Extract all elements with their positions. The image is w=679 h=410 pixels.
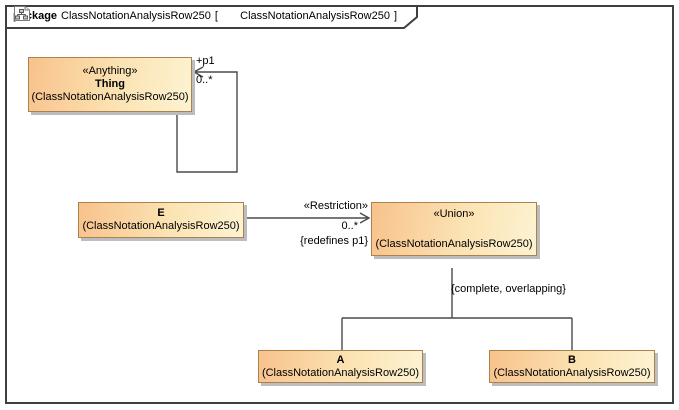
thing-name-label: Thing <box>95 78 125 90</box>
e-name-label: E <box>157 207 165 219</box>
multiplicity-label-p1: 0..* <box>196 74 213 86</box>
restriction-multiplicity-label: 0..* <box>341 220 358 232</box>
node-thing[interactable]: «Anything» Thing (ClassNotationAnalysisR… <box>28 57 192 112</box>
e-qualifier-label: (ClassNotationAnalysisRow250) <box>82 220 240 232</box>
redefines-constraint-label: {redefines p1} <box>300 235 368 247</box>
union-qualifier-label: (ClassNotationAnalysisRow250) <box>375 238 533 250</box>
generalization-constraint-label: {complete, overlapping} <box>451 283 566 295</box>
node-a[interactable]: A (ClassNotationAnalysisRow250) <box>258 350 423 383</box>
package-tab-shape <box>5 5 418 29</box>
diagram-name: ClassNotationAnalysisRow250 <box>240 10 390 22</box>
package-tab: package ClassNotationAnalysisRow250 [ Cl… <box>5 5 419 29</box>
restriction-stereotype-label: «Restriction» <box>303 200 368 212</box>
edge-self-association[interactable] <box>176 66 238 173</box>
node-e[interactable]: E (ClassNotationAnalysisRow250) <box>78 202 244 238</box>
bracket-open: [ <box>214 10 218 22</box>
edge-generalization[interactable] <box>341 257 573 350</box>
a-qualifier-label: (ClassNotationAnalysisRow250) <box>261 366 420 379</box>
node-union[interactable]: «Union» (ClassNotationAnalysisRow250) <box>371 202 537 256</box>
bracket-close: ] <box>393 10 397 22</box>
b-name-label: B <box>568 353 576 366</box>
edge-restriction[interactable] <box>245 212 371 224</box>
a-name-label: A <box>336 353 345 366</box>
class-diagram-icon <box>14 6 235 25</box>
thing-qualifier-label: (ClassNotationAnalysisRow250) <box>31 91 189 103</box>
node-b[interactable]: B (ClassNotationAnalysisRow250) <box>489 350 655 383</box>
role-label-p1: +p1 <box>196 55 215 67</box>
package-name: ClassNotationAnalysisRow250 <box>61 10 211 22</box>
thing-stereotype-label: «Anything» <box>82 65 138 77</box>
union-stereotype-label: «Union» <box>433 208 475 220</box>
package-tab-content: package ClassNotationAnalysisRow250 [ Cl… <box>13 5 397 27</box>
b-qualifier-label: (ClassNotationAnalysisRow250) <box>493 366 651 379</box>
